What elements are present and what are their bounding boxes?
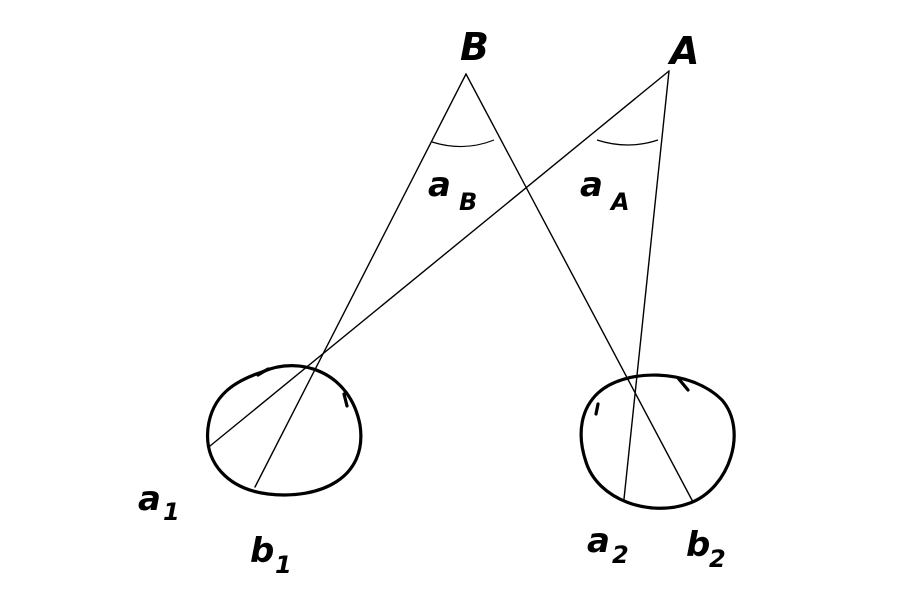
- a2-subscript: 2: [612, 541, 629, 569]
- left-eye: [205, 364, 363, 497]
- angle-b-label: a: [428, 165, 451, 205]
- b2-label: b: [686, 525, 710, 565]
- ray-b-to-b1: [254, 73, 467, 488]
- angle-arc-a: [596, 139, 659, 146]
- ray-a-to-a1: [209, 70, 670, 447]
- point-a-label: A: [667, 29, 699, 73]
- left-eye-lens-mark-left: [256, 367, 270, 377]
- ray-b-to-b2: [465, 73, 694, 503]
- b1-subscript: 1: [275, 551, 292, 579]
- right-eye-outline: [579, 373, 736, 510]
- angle-arc-b: [431, 139, 495, 148]
- b2-subscript: 2: [709, 545, 726, 573]
- ray-a-to-a2: [623, 70, 670, 500]
- right-eye: [579, 373, 736, 510]
- left-eye-lens-mark-right: [342, 392, 349, 408]
- right-eye-lens-mark-left: [594, 402, 600, 416]
- point-b-label: B: [460, 25, 489, 69]
- left-eye-outline: [205, 364, 363, 497]
- a2-label: a: [587, 521, 610, 561]
- angle-a-label: a: [580, 165, 603, 205]
- a1-label: a: [138, 479, 161, 519]
- b1-label: b: [250, 531, 274, 571]
- a1-subscript: 1: [163, 498, 180, 526]
- angle-b-subscript: B: [459, 188, 477, 216]
- angle-a-subscript: A: [609, 188, 630, 216]
- right-eye-lens-mark-right: [676, 376, 690, 392]
